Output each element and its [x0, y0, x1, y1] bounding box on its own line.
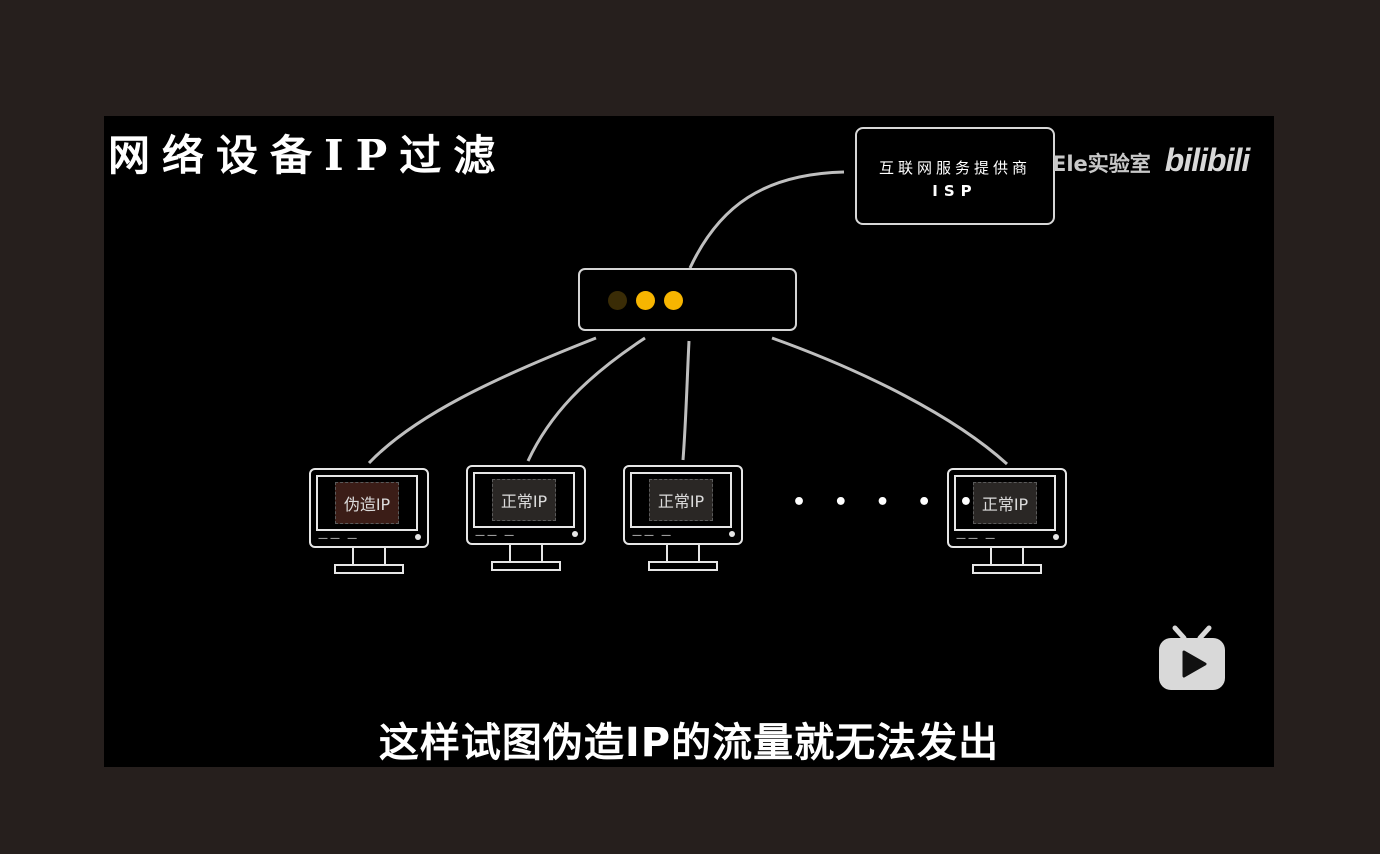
- monitor-display: 正常IP: [473, 472, 575, 528]
- monitor-screen: [947, 468, 1067, 548]
- monitor-display: 正常IP: [954, 475, 1056, 531]
- monitor-computer: 正常IP —— —: [947, 468, 1067, 576]
- isp-abbrev: ISP: [932, 182, 978, 200]
- monitor-base: [648, 561, 718, 571]
- monitor-dashes-icon: —— —: [956, 533, 998, 544]
- isp-link-line: [688, 170, 845, 269]
- link-line-1: [367, 336, 597, 465]
- monitor-computer: 伪造IP —— —: [309, 468, 429, 576]
- power-dot-icon: [1053, 534, 1059, 540]
- router-led-icon: [636, 291, 655, 310]
- router-led-icon: [608, 291, 627, 310]
- connection-lines: [367, 170, 1009, 466]
- monitor-dashes-icon: —— —: [475, 530, 517, 541]
- monitor-label: 正常IP: [491, 479, 557, 521]
- monitor-dashes-icon: —— —: [632, 530, 674, 541]
- router-led-icon: [664, 291, 683, 310]
- monitor-base: [972, 564, 1042, 574]
- bilibili-tv-play-icon[interactable]: [1157, 624, 1227, 692]
- isp-box: 互联网服务提供商 ISP: [855, 127, 1055, 225]
- video-frame[interactable]: 网络设备IP过滤 互联网服务提供商 ISP Ele实验室 bilibili 伪造I…: [104, 116, 1274, 767]
- bilibili-logo-text: bilibili: [1164, 142, 1250, 178]
- power-dot-icon: [572, 531, 578, 537]
- monitor-base: [491, 561, 561, 571]
- page-title: 网络设备IP过滤: [108, 131, 508, 180]
- monitor-display: 正常IP: [630, 472, 732, 528]
- monitor-dashes-icon: —— —: [318, 533, 360, 544]
- link-line-2: [526, 336, 646, 462]
- monitor-screen: [623, 465, 743, 545]
- monitor-base: [334, 564, 404, 574]
- monitor-computer: 正常IP —— —: [623, 465, 743, 573]
- router-device: [578, 268, 797, 331]
- power-dot-icon: [415, 534, 421, 540]
- watermark-text: Ele实验室: [1052, 152, 1151, 176]
- subtitle-caption: 这样试图伪造IP的流量就无法发出: [378, 720, 1000, 766]
- power-dot-icon: [729, 531, 735, 537]
- monitor-label: 伪造IP: [334, 482, 400, 524]
- monitor-label: 正常IP: [648, 479, 714, 521]
- monitor-screen: [466, 465, 586, 545]
- watermark: Ele实验室 bilibili: [1052, 142, 1250, 179]
- link-line-3: [681, 340, 691, 461]
- monitor-computer: 正常IP —— —: [466, 465, 586, 573]
- link-line-4: [771, 336, 1009, 466]
- monitor-screen: [309, 468, 429, 548]
- monitor-display: 伪造IP: [316, 475, 418, 531]
- monitor-label: 正常IP: [972, 482, 1038, 524]
- isp-label: 互联网服务提供商: [878, 159, 1031, 177]
